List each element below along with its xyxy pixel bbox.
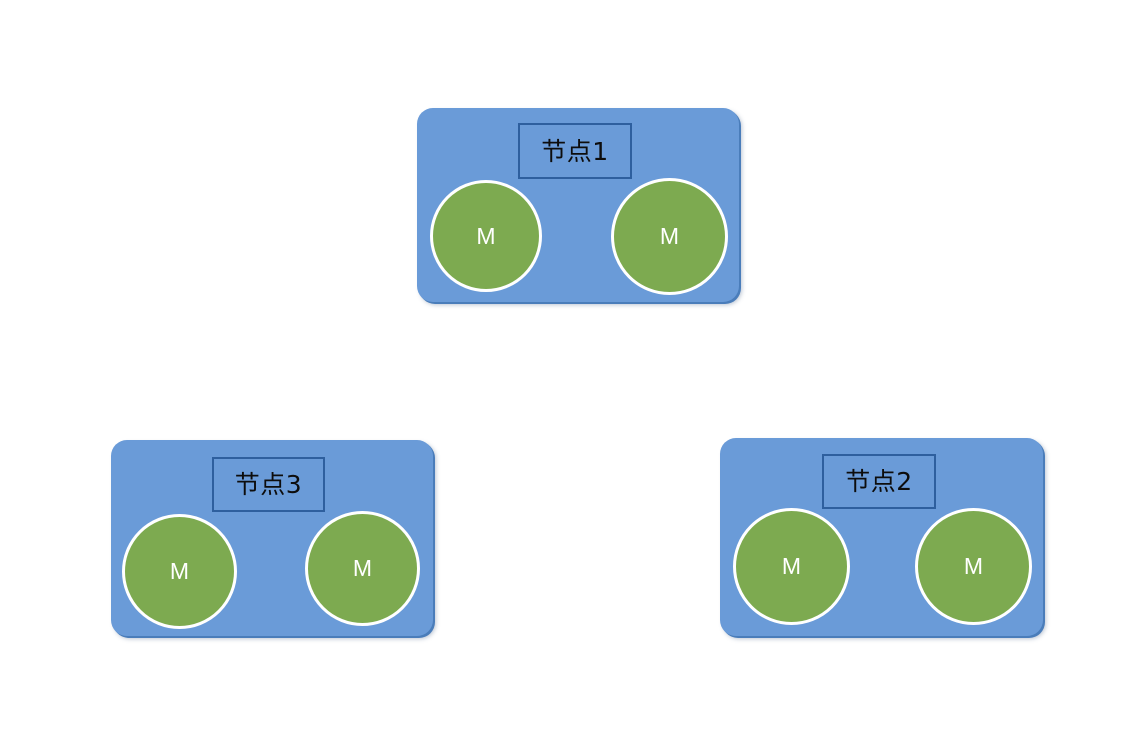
node-label-1[interactable]: 节点1 bbox=[518, 123, 632, 179]
member-circle-2-1[interactable]: M bbox=[733, 508, 850, 625]
member-label-3-1: M bbox=[169, 558, 190, 584]
node-label-2[interactable]: 节点2 bbox=[822, 454, 936, 509]
node-label-3[interactable]: 节点3 bbox=[212, 457, 325, 512]
node-container-1[interactable]: 节点1 M M bbox=[417, 108, 739, 302]
member-label-1-2: M bbox=[659, 223, 680, 249]
member-label-2-1: M bbox=[781, 553, 802, 579]
member-circle-2-2[interactable]: M bbox=[915, 508, 1032, 625]
member-circle-3-2[interactable]: M bbox=[305, 511, 420, 626]
node-label-text-3: 节点3 bbox=[234, 470, 303, 499]
member-label-2-2: M bbox=[963, 553, 984, 579]
member-circle-1-2[interactable]: M bbox=[611, 178, 728, 295]
node-label-text-1: 节点1 bbox=[541, 136, 609, 166]
member-label-3-2: M bbox=[352, 555, 373, 581]
node-label-text-2: 节点2 bbox=[845, 467, 913, 496]
member-circle-1-1[interactable]: M bbox=[430, 180, 542, 292]
node-container-3[interactable]: 节点3 M M bbox=[111, 440, 433, 636]
node-container-2[interactable]: 节点2 M M bbox=[720, 438, 1043, 636]
member-label-1-1: M bbox=[476, 222, 496, 249]
member-circle-3-1[interactable]: M bbox=[122, 514, 237, 629]
